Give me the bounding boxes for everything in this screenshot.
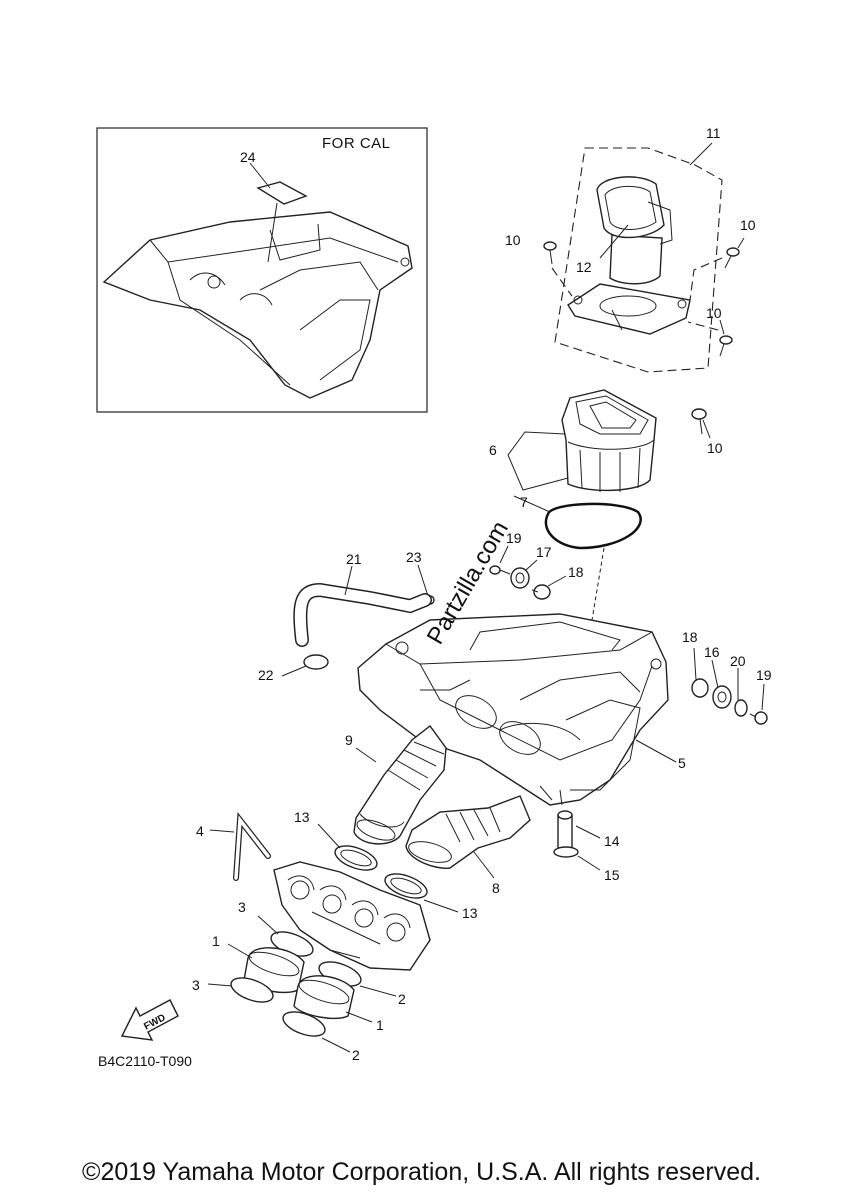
part-19-screw-b (749, 711, 768, 725)
callout-3-a: 3 (238, 899, 246, 915)
part-18-collar-b (691, 678, 709, 698)
part-11-group: 11 12 (551, 125, 723, 373)
part-16-grommet (712, 685, 732, 709)
callout-1-a: 1 (212, 933, 220, 949)
callout-10-c: 10 (706, 305, 722, 321)
callout-12: 12 (576, 259, 592, 275)
copyright-notice: ©2019 Yamaha Motor Corporation, U.S.A. A… (82, 1158, 761, 1186)
part-4-hose: 4 (196, 811, 271, 881)
callout-8: 8 (492, 880, 500, 896)
part-17-grommet (510, 567, 530, 589)
inset-airbox-drawing (102, 211, 413, 399)
callout-16: 16 (704, 644, 720, 660)
screw-10-c (719, 335, 733, 357)
callout-2-a: 2 (398, 991, 406, 1007)
clamp-13-b (384, 873, 428, 899)
callout-18-b: 18 (682, 629, 698, 645)
part-6-air-filter: 6 (489, 389, 657, 492)
callout-15: 15 (604, 867, 620, 883)
part-22-clamp: 22 (258, 654, 329, 683)
callout-10-a: 10 (505, 232, 521, 248)
screw-10-b (724, 247, 740, 269)
part-7-seal: 7 (513, 494, 642, 633)
inset-title: FOR CAL (322, 135, 391, 152)
callout-2-b: 2 (352, 1047, 360, 1063)
callout-7: 7 (520, 494, 528, 510)
part-20-washer (734, 699, 748, 717)
part-15-clamp: 15 (553, 846, 620, 883)
callout-9: 9 (345, 732, 353, 748)
callout-22: 22 (258, 667, 274, 683)
callout-13-a: 13 (294, 809, 310, 825)
part-21-hose: 21 (293, 551, 432, 647)
part-9-intake-duct: 9 (345, 725, 447, 845)
clamp-13-a (334, 845, 378, 871)
part-14-drain-tube: 14 (557, 810, 620, 849)
callout-19-b: 19 (756, 667, 772, 683)
callout-1-b: 1 (376, 1017, 384, 1033)
part-5-air-box: 5 (357, 613, 686, 806)
callout-5: 5 (678, 755, 686, 771)
callout-17: 17 (536, 544, 552, 560)
screw-10-d (691, 408, 707, 435)
part-12-duct (596, 176, 673, 285)
part-19-screw-a (489, 565, 511, 575)
inset-for-cal: FOR CAL 24 (96, 127, 428, 413)
part-3-joint-b: 3 (192, 977, 274, 1003)
callout-10-b: 10 (740, 217, 756, 233)
part-1-joint-b: 1 (293, 975, 384, 1033)
callout-6: 6 (489, 442, 497, 458)
callout-11: 11 (706, 125, 721, 141)
part-13-clamps: 13 13 (294, 809, 478, 921)
throttle-body-assembly (273, 861, 431, 971)
callout-4: 4 (196, 823, 204, 839)
callout-3-b: 3 (192, 977, 200, 993)
screw-10-a (543, 241, 557, 265)
callout-13-b: 13 (462, 905, 478, 921)
part-1-joint-a: 1 (212, 933, 305, 994)
callout-23: 23 (406, 549, 422, 565)
part-18-collar-a (531, 584, 551, 600)
callout-18-a: 18 (568, 564, 584, 580)
part-24-label-sticker: 24 (240, 149, 308, 263)
diagram-code: B4C2110-T090 (98, 1053, 192, 1069)
part-8-intake-duct: 8 (405, 795, 531, 896)
callout-10-d: 10 (707, 440, 723, 456)
fwd-arrow: FWD (120, 999, 179, 1041)
callout-19-a: 19 (506, 530, 522, 546)
part-2-joint-b: 2 (282, 1011, 360, 1063)
callout-24: 24 (240, 149, 256, 165)
callout-14: 14 (604, 833, 620, 849)
callout-20: 20 (730, 653, 746, 669)
small-parts: 19 17 18 18 16 20 (406, 530, 772, 725)
callout-21: 21 (346, 551, 362, 567)
part-10-screws: 10 10 10 10 (505, 217, 756, 456)
